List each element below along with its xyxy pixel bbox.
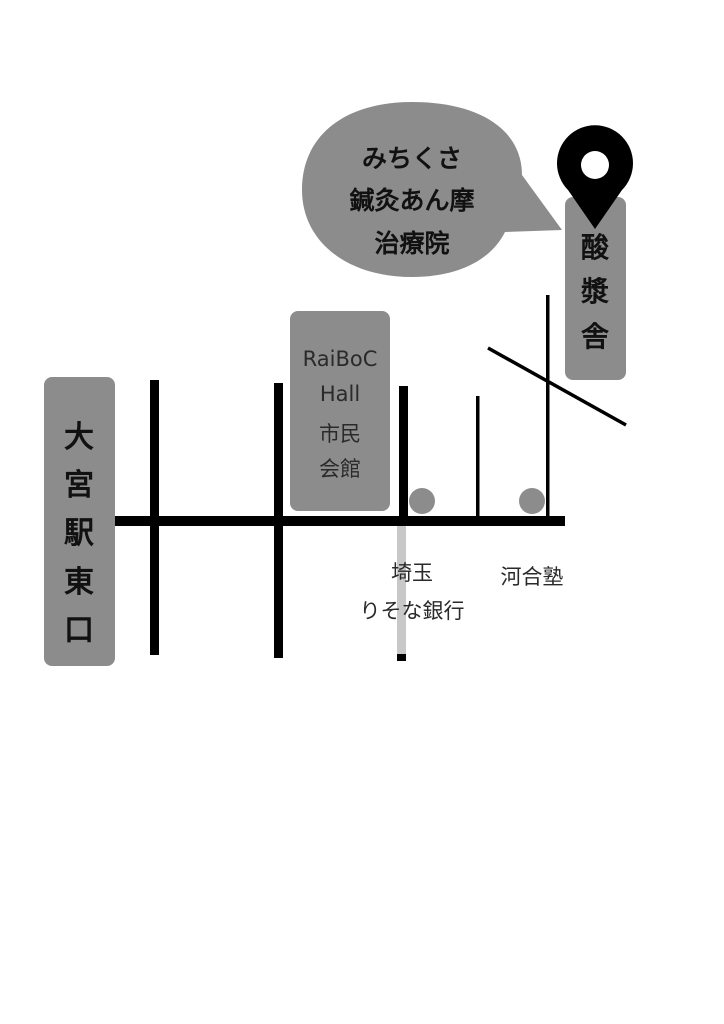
callout-line: 治療院 (374, 229, 449, 258)
road-vertical-3-faded (397, 526, 406, 655)
hall-label: Hall (320, 382, 360, 406)
hall-label: 市民 (319, 422, 361, 446)
hall-label: 会館 (319, 457, 361, 481)
station-char: 駅 (64, 516, 94, 551)
map-pin-icon (557, 125, 634, 229)
station-oomiya-east-exit: 大 宮 駅 東 口 (44, 377, 115, 666)
road-vertical-1 (150, 380, 159, 655)
station-char: 大 (64, 420, 94, 455)
station-char: 口 (64, 613, 94, 648)
raiboc-hall: RaiBoC Hall 市民 会館 (290, 311, 390, 511)
hall-label: RaiBoC (303, 347, 378, 371)
callout-line: 鍼灸あん摩 (349, 186, 474, 215)
road-diagonal (487, 346, 627, 427)
bank-label: りそな銀行 (360, 599, 465, 623)
callout-line: みちくさ (362, 144, 462, 173)
school-label: 河合塾 (501, 565, 564, 589)
destination-char: 舎 (581, 320, 609, 353)
road-thin-2 (546, 295, 550, 520)
clinic-callout: みちくさ 鍼灸あん摩 治療院 (302, 102, 562, 277)
speech-bubble (302, 102, 562, 277)
station-box (44, 377, 115, 666)
hall-box (290, 311, 390, 511)
road-thin-1 (476, 396, 480, 520)
destination-sanshousha: 酸 漿 舎 (565, 197, 626, 380)
station-char: 宮 (64, 468, 94, 503)
destination-box (565, 197, 626, 380)
road-vertical-2 (274, 383, 283, 658)
road-vertical-3-end (397, 654, 406, 661)
road-vertical-3 (399, 386, 408, 521)
destination-char: 漿 (580, 275, 609, 308)
station-char: 東 (64, 565, 94, 600)
bank-marker (409, 488, 435, 514)
destination-char: 酸 (581, 231, 610, 264)
school-marker (519, 488, 545, 514)
main-road (115, 516, 565, 526)
bank-label: 埼玉 (391, 561, 433, 585)
